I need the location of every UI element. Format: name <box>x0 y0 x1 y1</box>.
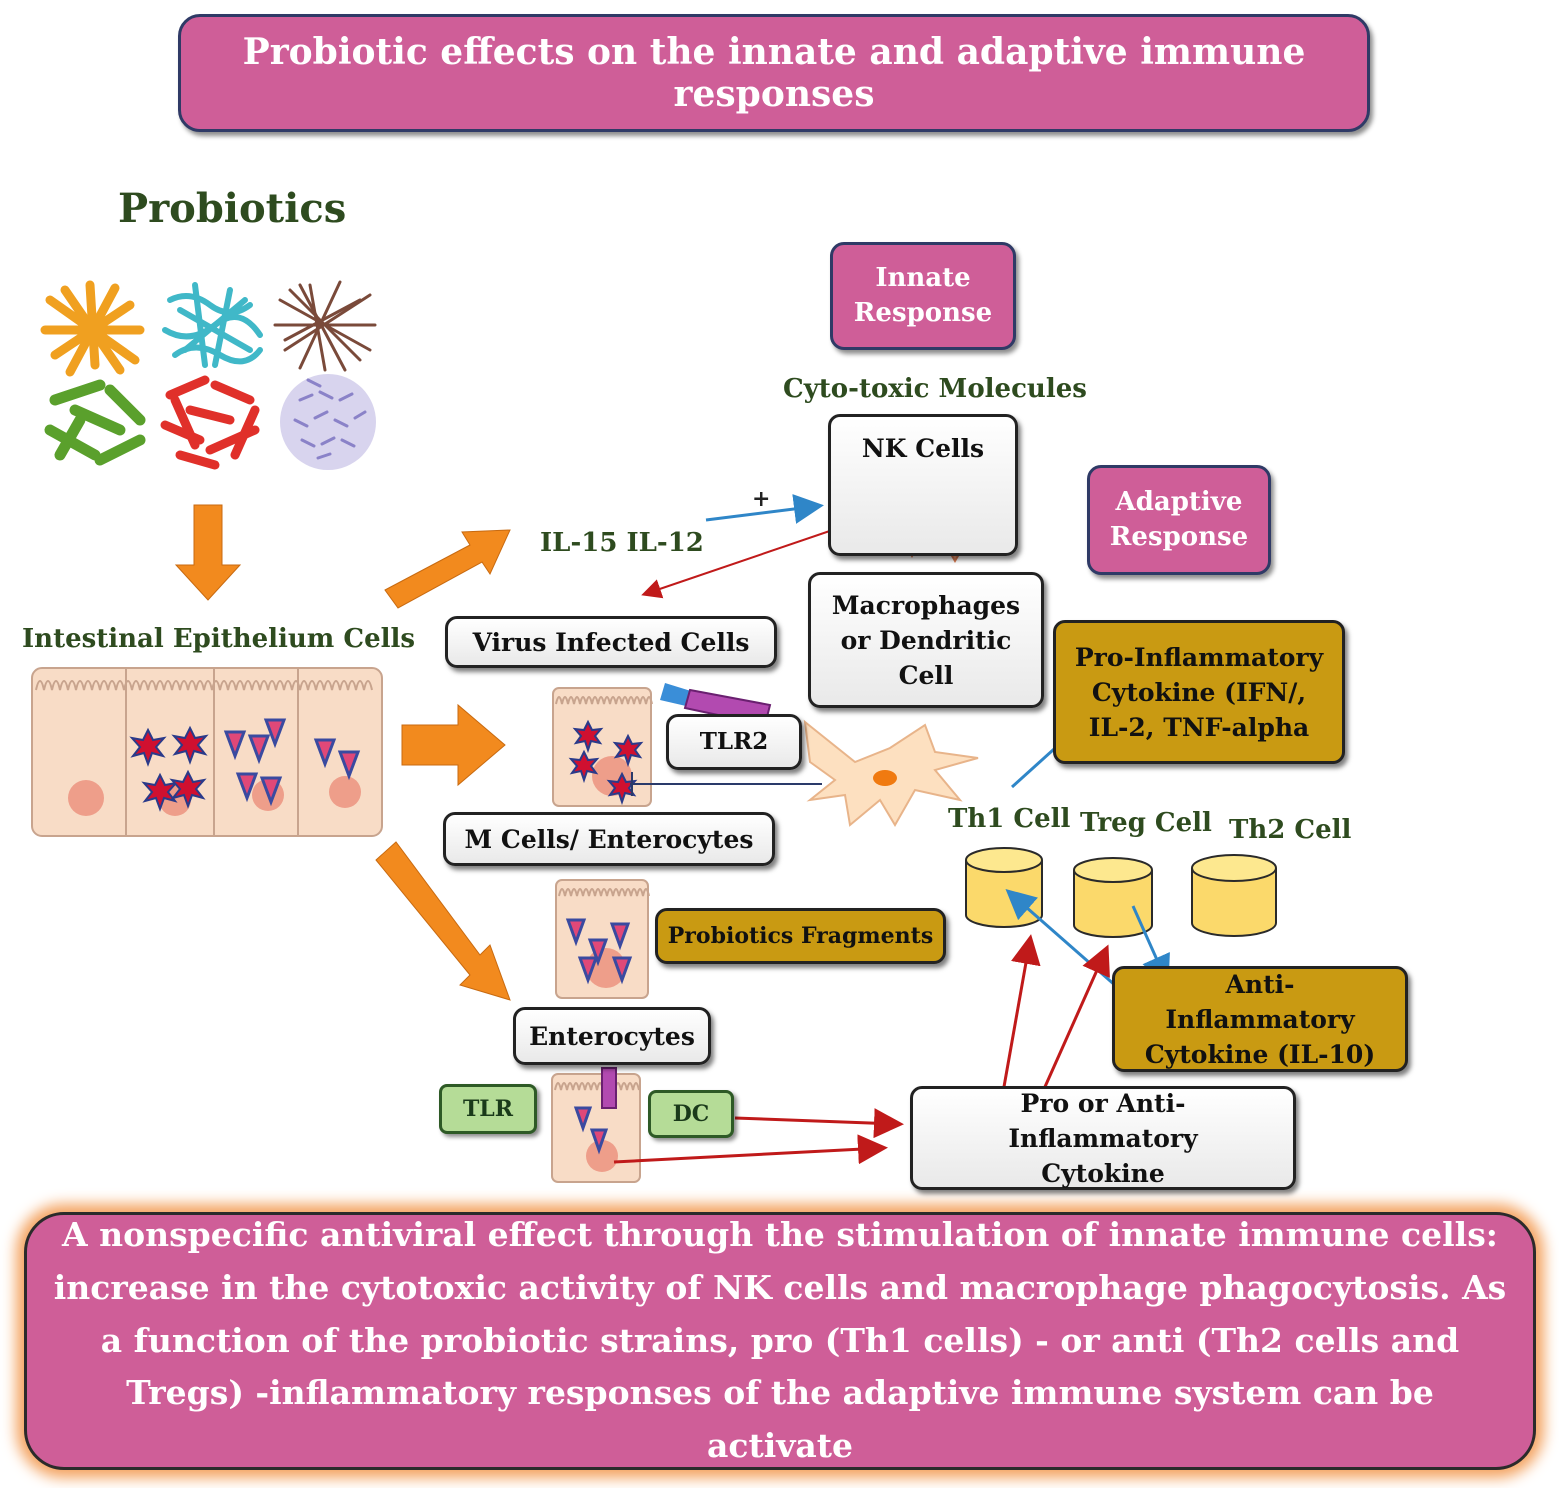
macrophages-dendritic-box: Macrophages or Dendritic Cell <box>808 572 1044 708</box>
summary-box: A nonspecific antiviral effect through t… <box>24 1212 1536 1470</box>
arrow-to-il <box>384 529 511 609</box>
th1-cell-icon <box>965 847 1043 928</box>
th2-cell-icon <box>1191 854 1277 937</box>
arrow-dc-to-cytokine <box>734 1108 904 1139</box>
bacteria-cluster-green-icon <box>44 379 146 466</box>
epithelium-label: Intestinal Epithelium Cells <box>22 624 415 654</box>
nk-cells-box: NK Cells <box>828 414 1018 556</box>
pro-inflammatory-cytokine-box: Pro-Inflammatory Cytokine (IFN/, IL-2, T… <box>1053 620 1345 764</box>
dendritic-cell-icon <box>803 719 979 827</box>
plus-sign: + <box>752 486 771 512</box>
arrow-cytokine-to-th1 <box>1000 934 1041 1099</box>
m-cell-illustration <box>552 687 653 807</box>
diagram-title: Probiotic effects on the innate and adap… <box>178 14 1370 132</box>
th2-cell-label: Th2 Cell <box>1229 815 1352 845</box>
cytotoxic-molecules-label: Cyto-toxic Molecules <box>783 374 1087 404</box>
arrow-enterocyte-to-cytokine <box>613 1134 888 1165</box>
arrow-nk-to-virus <box>641 519 863 599</box>
il-15-il-12-label: IL-15 IL-12 <box>540 528 704 558</box>
probiotic-fragments-cell-illustration <box>555 879 650 999</box>
bacteria-cluster-teal-icon <box>162 282 263 368</box>
tlr2-box: TLR2 <box>666 714 802 770</box>
enterocyte-dc-illustration <box>551 1067 641 1183</box>
adaptive-response-box: Adaptive Response <box>1087 465 1271 575</box>
th1-cell-label: Th1 Cell <box>948 804 1071 834</box>
dc-box: DC <box>648 1090 734 1138</box>
tlr-box: TLR <box>439 1084 537 1134</box>
virus-infected-cells-box: Virus Infected Cells <box>445 616 777 668</box>
pro-or-anti-inflammatory-box: Pro or Anti-Inflammatory Cytokine <box>910 1086 1296 1190</box>
summary-text: A nonspecific antiviral effect through t… <box>53 1215 1507 1466</box>
arrow-down-probiotics <box>174 504 242 601</box>
arrow-to-m-cells <box>401 703 506 787</box>
bacteria-cluster-orange-icon <box>40 280 145 377</box>
bacteria-cluster-red-icon <box>160 375 260 470</box>
nk-cells-label: NK Cells <box>861 434 985 463</box>
m-cells-enterocytes-box: M Cells/ Enterocytes <box>443 812 775 866</box>
anti-inflammatory-cytokine-box: Anti-Inflammatory Cytokine (IL-10) <box>1112 966 1408 1072</box>
treg-cell-icon <box>1073 857 1153 938</box>
arrow-il-to-nk <box>705 494 824 524</box>
innate-response-box: Innate Response <box>830 242 1016 350</box>
treg-cell-label: Treg Cell <box>1080 808 1212 838</box>
bacteria-cluster-purple-icon <box>280 374 376 470</box>
probiotics-label: Probiotics <box>118 185 347 232</box>
enterocytes-box: Enterocytes <box>513 1007 711 1065</box>
arrow-to-enterocytes <box>375 841 511 1001</box>
arrow-cytokine-to-treg <box>1038 944 1110 1099</box>
intestinal-epithelium-illustration <box>31 667 383 837</box>
bacteria-cluster-brown-icon <box>273 280 377 372</box>
probiotics-fragments-box: Probiotics Fragments <box>655 908 946 964</box>
